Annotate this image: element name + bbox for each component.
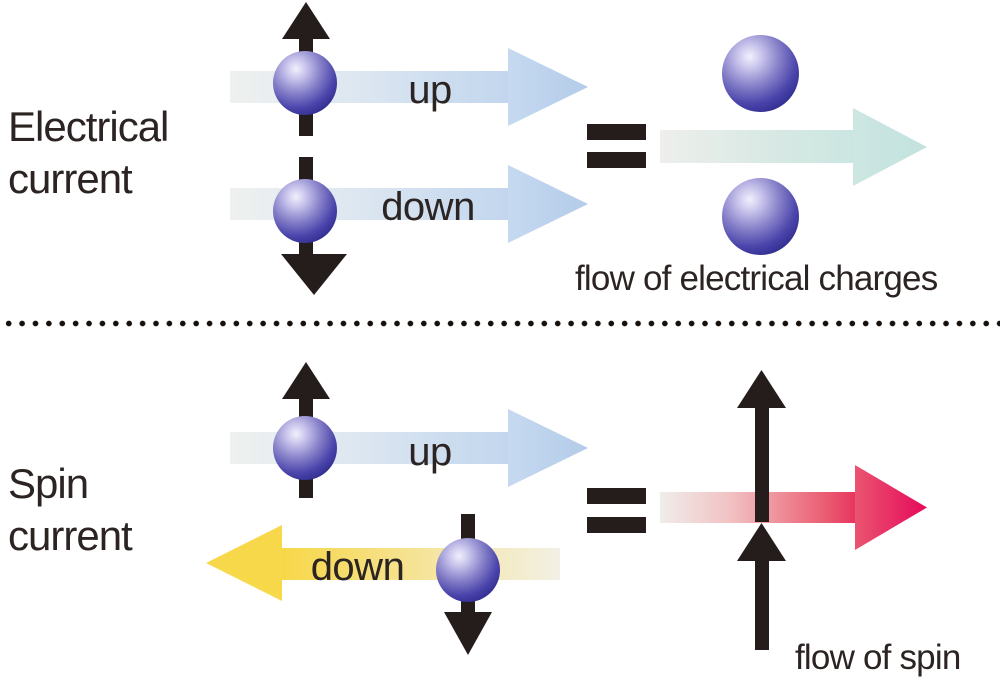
charge-sphere-bottom (722, 178, 799, 255)
equals-bar-bottom (587, 517, 646, 533)
spin-caption: flow of spin (795, 638, 961, 677)
up-label: up (408, 68, 452, 112)
down-label: down (310, 545, 405, 589)
down-current-arrow-shaft (282, 548, 560, 580)
spin-up-arrow-tail (299, 110, 313, 136)
spin-down-arrow-tail (461, 598, 475, 614)
spin-down-arrow-tail (299, 238, 313, 258)
spin-direction-arrow-top-stem (755, 406, 769, 522)
charge-flow-arrow-shaft (660, 130, 853, 163)
down-label: down (381, 185, 475, 229)
spin-down-arrow-stem (299, 157, 313, 182)
electron-sphere (273, 51, 337, 115)
up-current-arrow-head (508, 409, 588, 487)
section-divider (0, 320, 1000, 327)
electron-sphere (273, 416, 337, 480)
electron-sphere (273, 179, 337, 243)
spin-up-arrow-stem (299, 397, 313, 422)
equals-symbol: = (0, 0, 1, 1)
charge-sphere-top (722, 35, 799, 112)
electron-sphere (436, 538, 500, 602)
spin-up-arrow-tail (299, 474, 313, 498)
electrical-current-title: Electrical current (8, 103, 169, 202)
down-current-arrow-head (206, 525, 282, 601)
charge-flow-arrow-head (853, 108, 927, 186)
spin-down-arrow-icon (281, 254, 347, 295)
down-current-arrow-head (508, 165, 588, 243)
equals-bar-top (587, 488, 646, 504)
equals-bar-bottom (587, 152, 646, 168)
spin-down-arrow-icon (444, 612, 492, 655)
up-label: up (408, 430, 452, 474)
equals-bar-top (587, 124, 646, 140)
spin-up-arrow-icon (282, 2, 330, 39)
spin-down-arrow-stem (461, 514, 475, 542)
up-current-arrow-head (508, 48, 588, 126)
spin-up-arrow-icon (282, 362, 330, 399)
spin-direction-arrow-top-head (737, 370, 786, 408)
spin-current-title: Spin current (8, 460, 133, 559)
spin-flow-arrow-head (855, 465, 927, 550)
spin-direction-arrow-bottom-stem (755, 559, 769, 650)
electrical-caption: flow of electrical charges (575, 259, 938, 298)
equals-symbol: = (0, 0, 1, 1)
spin-direction-arrow-bottom-head (737, 523, 786, 561)
